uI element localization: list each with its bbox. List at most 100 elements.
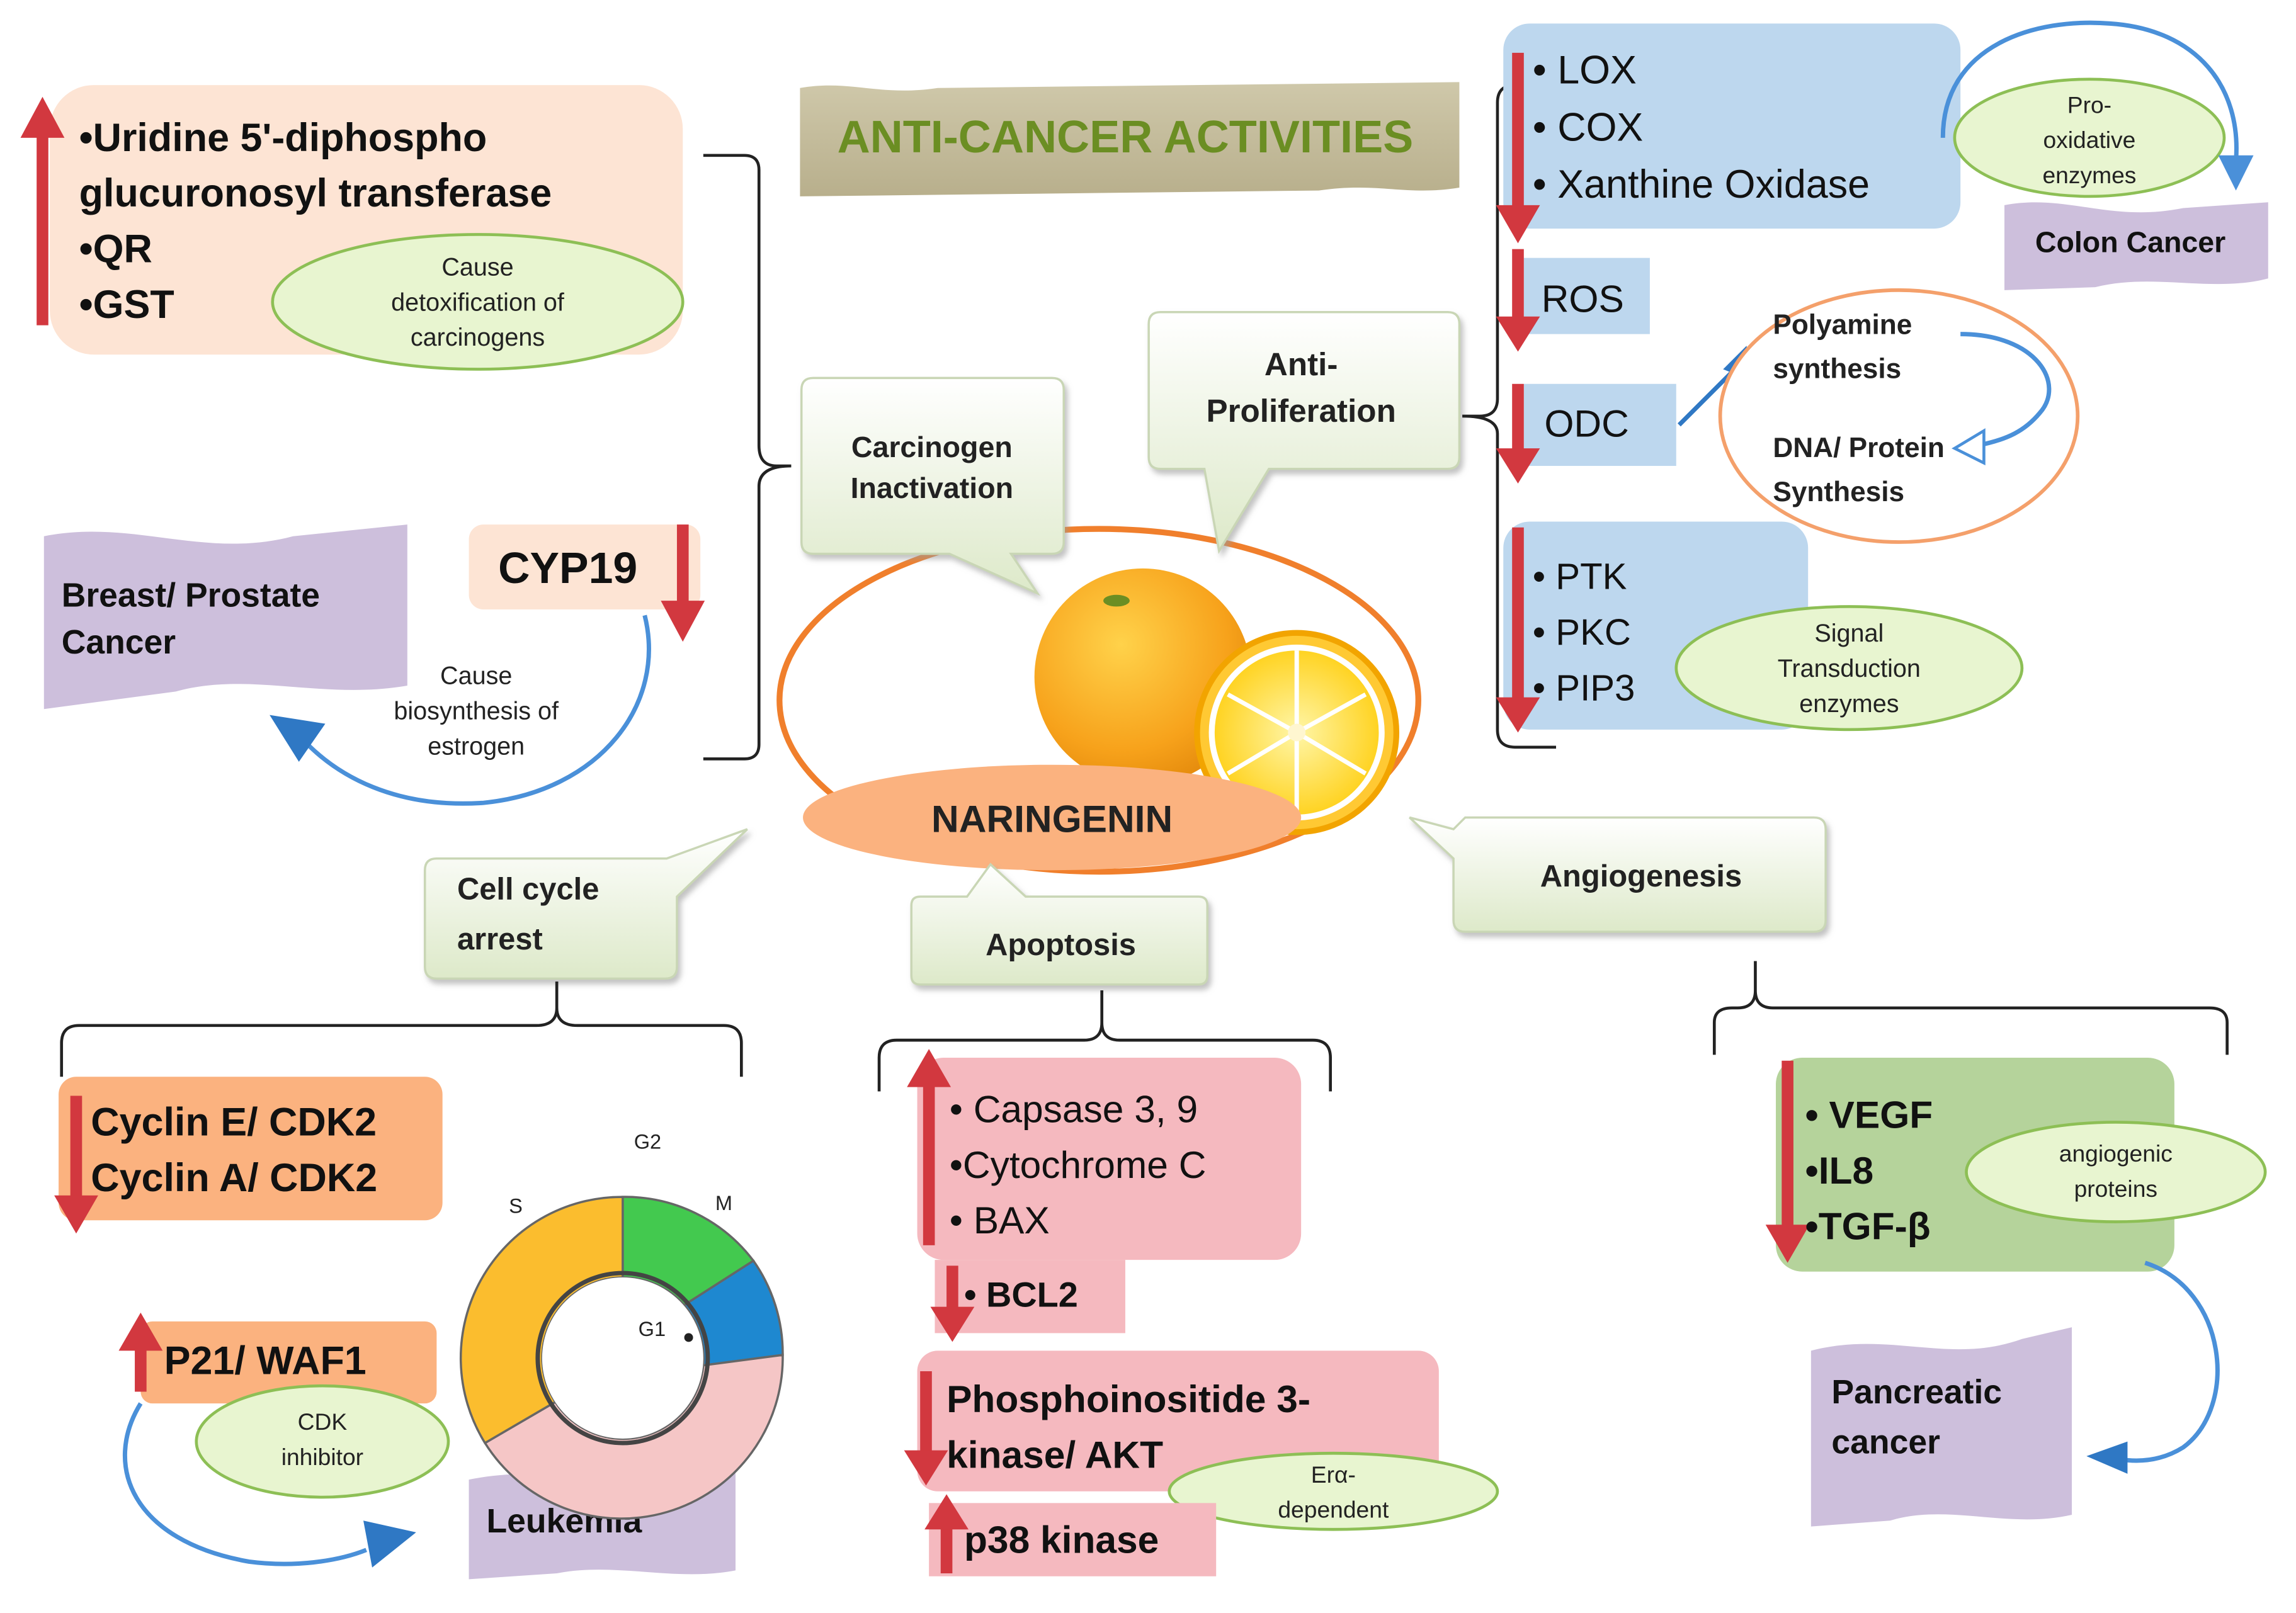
down-arrow-icon xyxy=(1496,383,1540,484)
er-note-line2: dependent xyxy=(1278,1497,1389,1523)
apop-item-bax: • BAX xyxy=(950,1199,1050,1242)
angio-item-vegf: • VEGF xyxy=(1805,1094,1933,1136)
polyamine-line1: Polyamine xyxy=(1773,310,1912,341)
p38-label: p38 kinase xyxy=(964,1518,1159,1561)
angiogenesis-group: • VEGF •IL8 •TGF-β angiogenic proteins P… xyxy=(1765,1058,2267,1527)
phase-g1-label: G1 xyxy=(639,1318,666,1340)
p21-label: P21/ WAF1 xyxy=(164,1339,367,1383)
page-title: ANTI-CANCER ACTIVITIES xyxy=(838,112,1414,162)
p21-note-line2: inhibitor xyxy=(281,1444,363,1470)
signal-item-pkc: • PKC xyxy=(1533,612,1631,653)
down-arrow-icon xyxy=(1496,527,1540,733)
callout-cellcycle-line1: Cell cycle xyxy=(457,873,599,907)
pancreatic-line2: cancer xyxy=(1831,1423,1940,1461)
p21-note-ellipse xyxy=(195,1384,450,1499)
cyclin-a-label: Cyclin A/ CDK2 xyxy=(91,1156,377,1200)
polyamine-line2: synthesis xyxy=(1773,353,1901,384)
signal-transduction-group: • PTK • PKC • PIP3 Signal Transduction e… xyxy=(1496,521,2024,733)
odc-group: ODC Polyamine synthesis DNA/ Protein Syn… xyxy=(1496,288,2080,544)
angio-note-line1: angiogenic xyxy=(2059,1140,2173,1167)
callout-anti-line1: Anti- xyxy=(1265,346,1338,382)
cell-cycle-group: Cyclin E/ CDK2 Cyclin A/ CDK2 P21/ WAF1 … xyxy=(54,1077,784,1580)
callout-anti-proliferation: Anti- Proliferation xyxy=(1147,310,1461,554)
breast-cancer-banner xyxy=(43,524,407,710)
brace-anti-proliferation xyxy=(1462,83,1556,749)
pi3k-line1: Phosphoinositide 3- xyxy=(946,1378,1310,1420)
cyp19-group: CYP19 Breast/ Prostate Cancer Cause bios… xyxy=(43,524,705,806)
cyp19-label: CYP19 xyxy=(498,543,637,592)
up-arrow-icon xyxy=(20,96,65,325)
breast-label-line2: Cancer xyxy=(62,624,176,661)
detox-item-gst: •GST xyxy=(79,283,174,327)
curved-arrow-icon xyxy=(2086,1260,2220,1474)
pancreatic-cancer-banner xyxy=(1810,1327,2072,1527)
ros-label: ROS xyxy=(1542,278,1624,320)
colon-cancer-banner xyxy=(2004,202,2268,290)
er-note-ellipse xyxy=(1168,1451,1499,1531)
cycle-arrow-icon xyxy=(1952,332,2052,466)
phase-g2-label: G2 xyxy=(634,1130,661,1153)
down-arrow-icon xyxy=(1765,1060,1810,1263)
bcl2-label: • BCL2 xyxy=(964,1275,1078,1315)
angio-item-tgf: •TGF-β xyxy=(1805,1205,1931,1248)
odc-label: ODC xyxy=(1544,402,1628,444)
signal-note-line1: Signal xyxy=(1814,620,1884,647)
p21-note-line1: CDK xyxy=(298,1408,348,1435)
signal-note-ellipse xyxy=(1674,605,2024,732)
callout-carcinogen-inactivation: Carcinogen Inactivation xyxy=(800,376,1065,596)
down-arrow-icon xyxy=(661,524,705,642)
detox-item-1: •Uridine 5'-diphospho xyxy=(79,116,487,160)
oxid-item-cox: • COX xyxy=(1533,105,1644,149)
callout-angiogenesis-label: Angiogenesis xyxy=(1540,859,1742,893)
detox-note-line1: Cause xyxy=(441,254,513,281)
brace-cell-cycle xyxy=(60,982,743,1077)
oxid-note-line3: enzymes xyxy=(2042,162,2136,188)
oxid-note-line1: Pro- xyxy=(2067,91,2111,118)
phase-s-label: S xyxy=(509,1195,523,1218)
cyp19-note-line2: biosynthesis of xyxy=(394,698,559,725)
detox-item-qr: •QR xyxy=(79,227,152,271)
cell-cycle-wheel-icon: G2 M G1 S xyxy=(459,1130,784,1520)
signal-item-ptk: • PTK xyxy=(1533,556,1627,597)
detox-note-ellipse xyxy=(271,233,685,371)
apop-item-caspase: • Capsase 3, 9 xyxy=(950,1087,1198,1130)
callout-cell-cycle-arrest: Cell cycle arrest xyxy=(424,828,748,980)
naringenin-label: NARINGENIN xyxy=(931,798,1173,840)
up-arrow-icon xyxy=(924,1494,969,1574)
detox-item-1b: glucuronosyl transferase xyxy=(79,171,552,215)
signal-note-line3: enzymes xyxy=(1799,690,1899,718)
signal-note-line2: Transduction xyxy=(1778,655,1921,682)
dna-line2: Synthesis xyxy=(1773,477,1904,507)
callout-carcinogen-line2: Inactivation xyxy=(851,472,1013,504)
signal-item-pip3: • PIP3 xyxy=(1533,667,1635,708)
detox-note-line2: detoxification of xyxy=(391,288,565,316)
oxid-note-line2: oxidative xyxy=(2043,127,2135,153)
down-arrow-icon xyxy=(930,1265,975,1342)
callout-carcinogen-line1: Carcinogen xyxy=(851,431,1013,463)
angio-item-il8: •IL8 xyxy=(1805,1149,1874,1192)
pi3k-line2: kinase/ AKT xyxy=(946,1434,1163,1476)
cyp19-note-line3: estrogen xyxy=(428,732,525,760)
callout-angiogenesis: Angiogenesis xyxy=(1409,816,1827,933)
callout-anti-line2: Proliferation xyxy=(1206,393,1395,429)
brace-apoptosis xyxy=(877,990,1333,1092)
er-note-line1: Erα- xyxy=(1311,1461,1356,1488)
callout-cellcycle-line2: arrest xyxy=(457,922,543,956)
cyclin-e-label: Cyclin E/ CDK2 xyxy=(91,1100,377,1144)
phase-g1 xyxy=(483,1354,784,1520)
oxid-note-ellipse xyxy=(1953,77,2226,198)
callout-apoptosis: Apoptosis xyxy=(910,863,1208,986)
curved-arrow-icon xyxy=(122,1402,416,1568)
phase-m-label: M xyxy=(715,1192,732,1214)
down-arrow-icon xyxy=(1496,52,1540,244)
callout-apoptosis-label: Apoptosis xyxy=(986,928,1136,962)
naringenin-center: NARINGENIN xyxy=(776,526,1421,875)
down-arrow-icon xyxy=(54,1095,98,1234)
up-arrow-icon xyxy=(907,1049,952,1245)
detox-enzymes-box: •Uridine 5'-diphospho glucuronosyl trans… xyxy=(20,85,685,371)
polyamine-ellipse xyxy=(1718,288,2080,544)
ros-group: ROS xyxy=(1496,249,1650,352)
dna-line1: DNA/ Protein xyxy=(1773,433,1945,463)
